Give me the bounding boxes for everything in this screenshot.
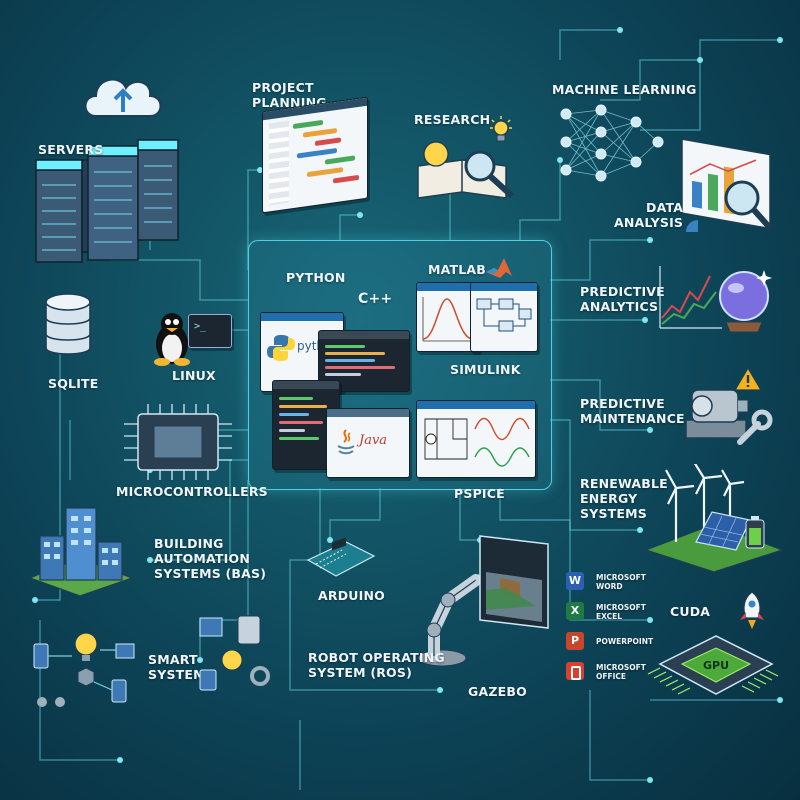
trend-line-icon: [659, 266, 722, 329]
battery-icon: [745, 516, 765, 549]
label-smart-systems: SMART SYSTEMS: [148, 652, 215, 682]
label-arduino: ARDUINO: [318, 588, 385, 603]
label-ms-excel: MICROSOFT EXCEL: [596, 603, 646, 621]
wind-turbine-icon: [644, 464, 784, 573]
rocket-icon: [740, 591, 764, 629]
label-servers: SERVERS: [38, 142, 104, 157]
simulink-blocks-icon: [476, 298, 532, 332]
label-microcontrollers: MICROCONTROLLERS: [116, 484, 268, 499]
neural-network-icon: [560, 104, 664, 182]
office-icon: [566, 662, 584, 680]
label-ms-word: MICROSOFT WORD: [596, 573, 646, 591]
smart-devices-icon: [33, 632, 135, 707]
excel-icon: X: [566, 602, 584, 620]
java-window: Java: [326, 408, 410, 478]
smart-home-icon: [199, 615, 270, 691]
label-cpp: C++: [358, 291, 393, 307]
arduino-board-icon: [306, 537, 376, 577]
label-sqlite: SQLITE: [48, 376, 99, 391]
label-data-analysis: DATA ANALYSIS: [614, 200, 684, 230]
label-gazebo: GAZEBO: [468, 684, 527, 699]
terminal-prompt: >_: [194, 321, 207, 332]
monitor-icon: [479, 535, 549, 629]
label-powerpoint: POWERPOINT: [596, 637, 654, 646]
cpp-code-window: [318, 330, 410, 392]
server-rack-icon: [35, 139, 179, 263]
chip-icon: [124, 404, 232, 480]
crystal-ball-icon: [719, 270, 772, 333]
label-matlab: MATLAB: [428, 262, 487, 277]
cloud-upload-icon: [84, 78, 162, 117]
java-logo-icon: [337, 429, 355, 455]
powerpoint-icon: P: [566, 632, 584, 650]
label-renewable-energy: RENEWABLE ENERGY SYSTEMS: [580, 476, 668, 521]
bar-chart-icon: [681, 138, 773, 232]
lightbulb-icon: [490, 116, 512, 142]
label-bas: BUILDING AUTOMATION SYSTEMS (BAS): [154, 536, 267, 581]
warning-icon: [734, 366, 762, 391]
label-pspice: PSPICE: [454, 486, 505, 501]
database-icon: [45, 293, 91, 355]
java-logo-text: Java: [359, 433, 388, 448]
solar-panel-icon: [695, 511, 751, 551]
gpu-chip-label: GPU: [703, 659, 729, 672]
tux-penguin-icon: [154, 313, 190, 366]
simulink-window: [470, 282, 538, 352]
gantt-chart-icon: [262, 96, 368, 214]
label-simulink: SIMULINK: [450, 362, 521, 377]
label-linux: LINUX: [172, 368, 216, 383]
pspice-window: [416, 400, 536, 478]
label-machine-learning: MACHINE LEARNING: [552, 82, 697, 97]
robot-arm-icon: [417, 570, 491, 667]
label-predictive-analytics: PREDICTIVE ANALYTICS: [580, 284, 665, 314]
magnifier-icon: [417, 141, 515, 199]
pspice-circuit-icon: [424, 417, 530, 467]
matlab-logo-icon: [486, 258, 512, 278]
word-icon: W: [566, 572, 584, 590]
label-ms-office: MICROSOFT OFFICE: [596, 663, 646, 681]
python-logo-icon: [267, 335, 295, 361]
label-cuda: CUDA: [670, 604, 711, 619]
building-icon: [28, 507, 134, 597]
label-ros: ROBOT OPERATING SYSTEM (ROS): [308, 650, 445, 680]
matlab-plot: [422, 297, 475, 342]
gpu-chip-icon: GPU: [647, 635, 779, 695]
gear-motor-icon: [685, 389, 749, 439]
terminal-icon: >_: [188, 314, 232, 348]
wrench-icon: [737, 409, 773, 445]
label-research: RESEARCH: [414, 112, 491, 127]
label-predictive-maintenance: PREDICTIVE MAINTENANCE: [580, 396, 685, 426]
label-python: PYTHON: [286, 270, 346, 285]
